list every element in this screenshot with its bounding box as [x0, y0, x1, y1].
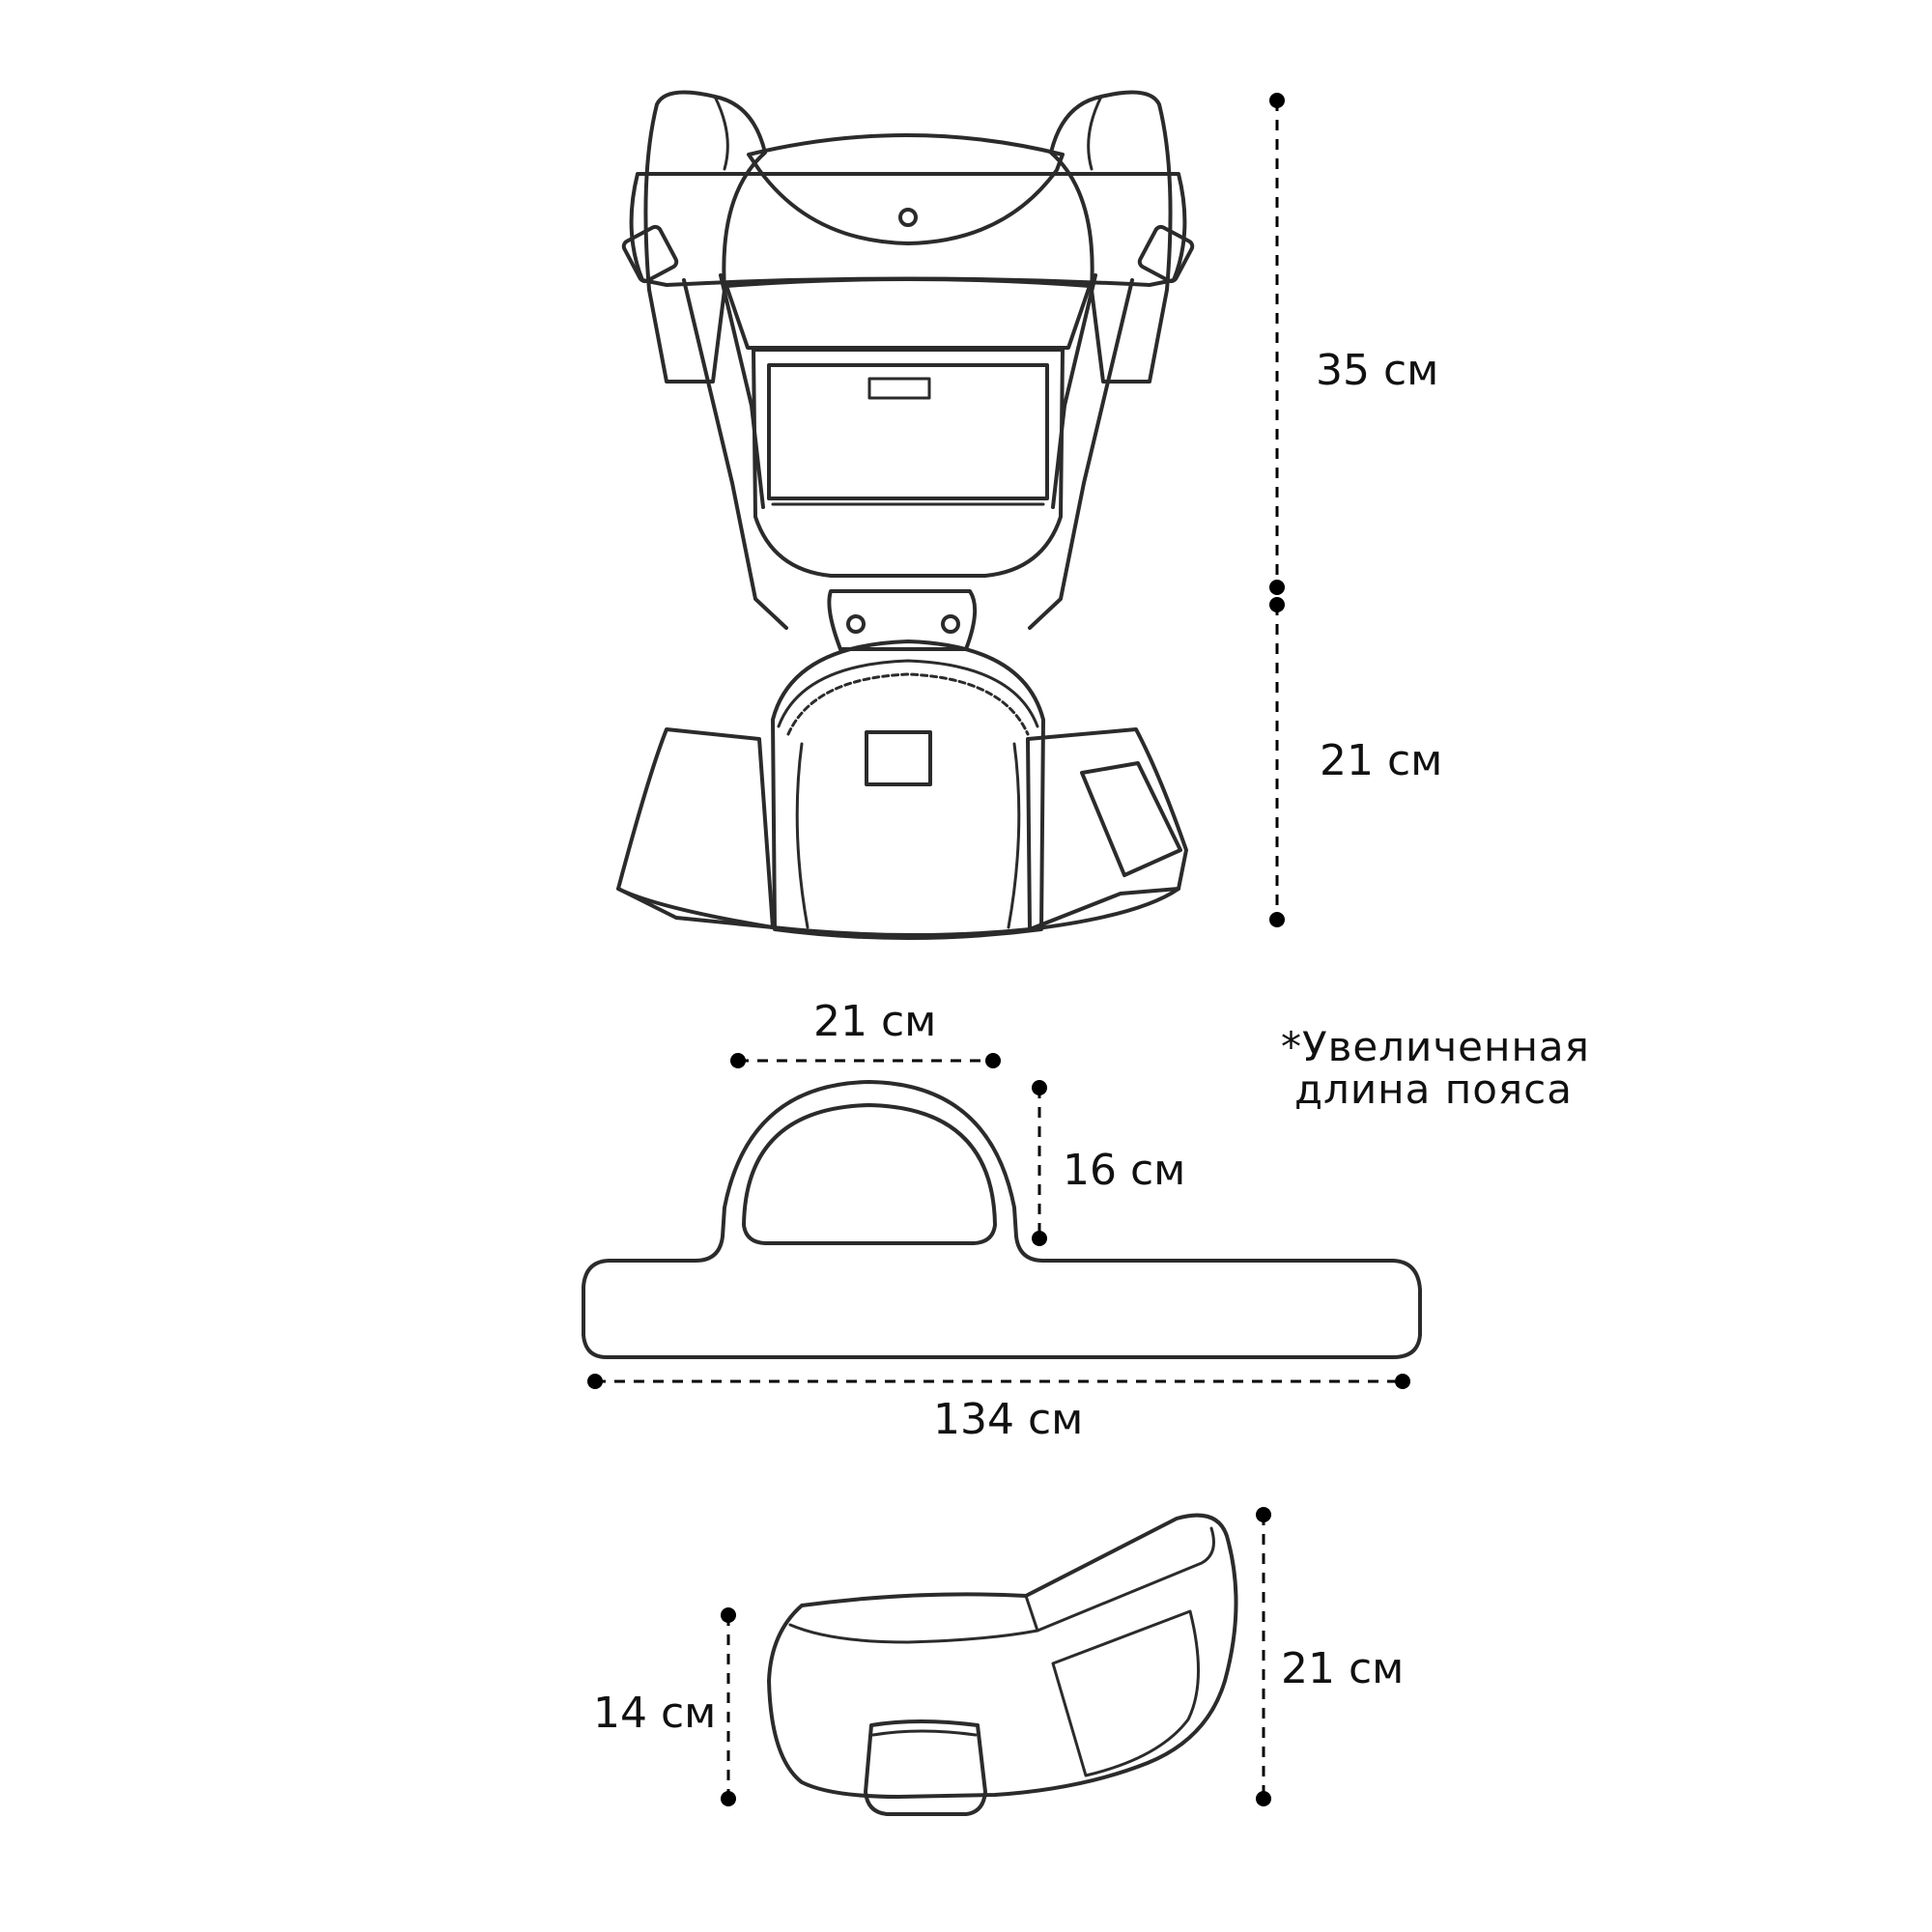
waist-belt-illustration: [582, 1080, 1422, 1359]
hip-seat-right-seam: [1007, 742, 1021, 929]
right-snap: [941, 614, 960, 634]
dimension-endpoint: [1269, 597, 1285, 612]
right-strap-inner-edge: [1087, 95, 1103, 171]
front-pocket-frame: [752, 348, 1065, 578]
hood-panel: [629, 172, 1187, 287]
dimension-endpoint: [1269, 912, 1285, 927]
dimension-label-21-width: 21 см: [813, 997, 936, 1046]
hip-seat-back-rim: [1024, 1526, 1215, 1633]
hip-seat-outline: [767, 1513, 1238, 1799]
dimension-endpoint: [1256, 1507, 1271, 1522]
hood-flap: [747, 133, 1065, 245]
hip-seat-zipper-inner: [786, 672, 1030, 736]
dimension-carrier-bottom: 21 см: [1269, 597, 1442, 927]
right-shoulder-buckle: [1137, 224, 1195, 284]
dimension-label-21-back: 21 см: [1281, 1644, 1404, 1693]
pocket-label-tab: [867, 377, 931, 400]
dimension-belt-length: 134 см: [587, 1374, 1410, 1444]
hip-seat-left-seam: [795, 742, 810, 929]
left-shoulder-buckle: [621, 224, 679, 284]
dimension-endpoint: [730, 1053, 746, 1068]
left-side-strap-inner: [719, 273, 765, 509]
right-shoulder-strap: [1049, 90, 1173, 384]
right-side-strap-inner: [1051, 273, 1097, 509]
dimension-endpoint: [1269, 580, 1285, 595]
dimension-endpoint: [1032, 1080, 1047, 1095]
note-line-2: длина пояса: [1294, 1065, 1573, 1113]
belt-bottom-curve: [616, 887, 1180, 938]
hip-seat-top-rim: [788, 1623, 1039, 1644]
carrier-front-illustration: [616, 90, 1195, 940]
left-side-strap: [682, 278, 788, 630]
dimension-endpoint: [721, 1791, 736, 1806]
dimension-hipseat-front: 14 см: [593, 1607, 736, 1806]
dimension-endpoint: [587, 1374, 603, 1389]
left-strap-inner-edge: [713, 95, 729, 171]
hip-seat-side-panel: [1051, 1609, 1201, 1777]
body-panel: [724, 277, 1092, 350]
left-snap: [846, 614, 866, 634]
dimension-label-134: 134 см: [933, 1395, 1083, 1444]
hip-seat-label-patch: [865, 730, 932, 786]
front-pocket-window: [767, 363, 1049, 500]
hood-snap-button: [898, 208, 918, 227]
dimension-endpoint: [1032, 1231, 1047, 1246]
seat-opening: [742, 1103, 997, 1245]
dimension-endpoint: [985, 1053, 1001, 1068]
dimension-label-21: 21 см: [1320, 736, 1442, 785]
right-belt-pocket: [1080, 761, 1182, 877]
hip-seat-zipper-outer: [777, 659, 1039, 728]
hip-seat-front-handle: [864, 1719, 987, 1816]
dimension-label-14: 14 см: [593, 1689, 716, 1738]
dimension-carrier-top: 35 см: [1269, 93, 1438, 595]
dimension-endpoint: [721, 1607, 736, 1623]
belt-outline: [582, 1080, 1422, 1359]
dimension-hipseat-back: 21 см: [1256, 1507, 1404, 1806]
right-side-strap: [1028, 278, 1134, 630]
hip-seat-body: [771, 639, 1045, 940]
right-belt-wing: [1026, 727, 1188, 931]
note-line-1: *Увеличенная: [1281, 1023, 1590, 1070]
dimension-label-16: 16 см: [1063, 1146, 1185, 1195]
left-shoulder-strap: [643, 90, 767, 384]
dimension-seat-width: 21 см: [730, 997, 1001, 1068]
hip-seat-side-illustration: [767, 1513, 1238, 1816]
dimension-endpoint: [1395, 1374, 1410, 1389]
dimension-seat-height: 16 см: [1032, 1080, 1185, 1246]
handle-top-edge: [871, 1729, 978, 1737]
belt-note: *Увеличенная длина пояса: [1281, 1023, 1590, 1113]
dimension-label-35: 35 см: [1316, 346, 1438, 395]
dimension-endpoint: [1256, 1791, 1271, 1806]
dimension-endpoint: [1269, 93, 1285, 108]
